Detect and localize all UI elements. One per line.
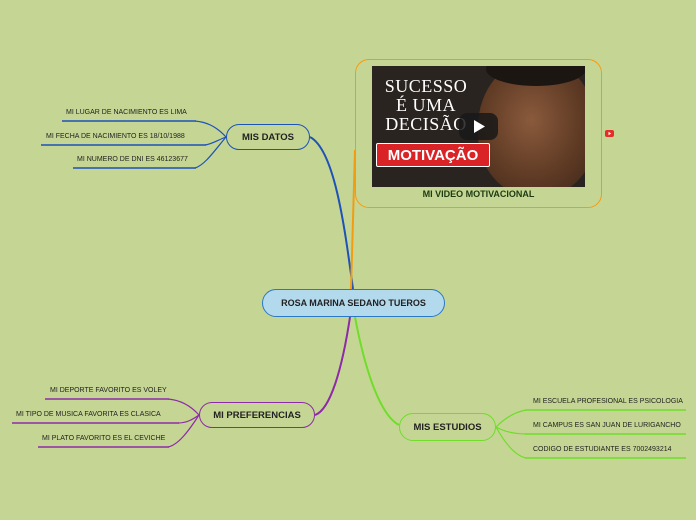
thumbnail-text-line-3: DECISÃO [385,114,467,134]
subtopic-codigo[interactable]: CODIGO DE ESTUDIANTE ES 7002493214 [533,446,672,453]
connector-estudios-item-2 [495,426,527,435]
connector-preferencias [314,316,351,416]
connector-estudios [354,316,400,426]
subtopic-dni[interactable]: MI NUMERO DE DNI ES 46123677 [77,156,188,163]
play-icon[interactable] [459,113,498,140]
topic-mis-estudios[interactable]: MIS ESTUDIOS [399,413,496,441]
subtopic-lugar-nacimiento[interactable]: MI LUGAR DE NACIMIENTO ES LIMA [66,109,187,116]
video-topic-label: MI VIDEO MOTIVACIONAL [422,189,535,199]
subtopic-deporte[interactable]: MI DEPORTE FAVORITO ES VOLEY [50,387,167,394]
thumbnail-text-line-1: SUCESSO [384,76,468,96]
connector-estudios-item-1 [495,409,527,428]
subtopic-campus[interactable]: MI CAMPUS ES SAN JUAN DE LURIGANCHO [533,422,681,429]
connector-datos [309,136,354,290]
subtopic-musica[interactable]: MI TIPO DE MUSICA FAVORITA ES CLASICA [16,411,161,418]
topic-mis-datos[interactable]: MIS DATOS [226,124,310,150]
connector-datos-item-3 [194,136,227,169]
subtopic-plato[interactable]: MI PLATO FAVORITO ES EL CEVICHE [42,435,166,442]
youtube-icon[interactable] [605,130,614,137]
video-topic-box[interactable] [355,59,602,208]
thumbnail-text-line-2: É UMA [396,95,456,115]
connector-video [350,149,356,290]
central-topic[interactable]: ROSA MARINA SEDANO TUEROS [262,289,445,317]
connector-datos-item-2 [204,136,227,146]
subtopic-escuela[interactable]: MI ESCUELA PROFESIONAL ES PSICOLOGIA [533,398,683,405]
subtopic-fecha-nacimiento[interactable]: MI FECHA DE NACIMIENTO ES 18/10/1988 [46,133,185,140]
connector-pref-item-2 [177,414,200,424]
portrait-hair [486,66,585,86]
connector-datos-item-1 [194,120,227,138]
thumbnail-badge: MOTIVAÇÃO [376,143,490,167]
connector-pref-item-1 [167,398,200,416]
connector-pref-item-3 [167,414,200,448]
topic-mi-preferencias[interactable]: MI PREFERENCIAS [199,402,315,428]
connector-estudios-item-3 [495,426,527,459]
